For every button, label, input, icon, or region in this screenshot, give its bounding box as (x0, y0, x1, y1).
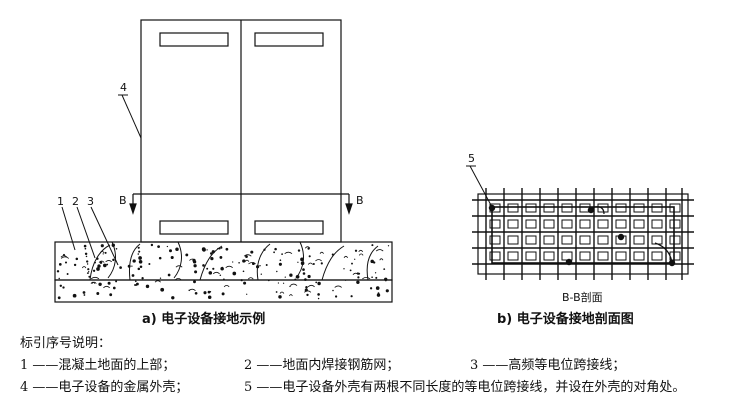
cabinet-vent-lower-right (254, 220, 324, 235)
section-grid-cells (489, 203, 681, 261)
callout-leader-5 (469, 165, 493, 208)
bond-point-1 (488, 204, 496, 212)
bond-point-4 (565, 258, 573, 266)
cabinet-vent-upper-left (159, 32, 229, 47)
callout-leader-2 (76, 206, 96, 259)
legend-title: 标引序号说明： (20, 336, 112, 351)
legend-item-1: 1 ——混凝土地面的上部； (20, 358, 176, 373)
section-mark-right: B (356, 194, 364, 207)
callout-1: 1 (57, 195, 64, 208)
section-arrow-left-icon (129, 203, 137, 215)
bond-point-5 (668, 259, 676, 267)
equipment-footprint (491, 206, 675, 264)
figure-a-drawing (54, 19, 393, 303)
figure-b-section-title: B-B剖面 (562, 291, 603, 304)
legend-item-3: 3 ——高频等电位跨接线； (470, 358, 626, 373)
cabinet-vent-lower-left (159, 220, 229, 235)
bond-point-3 (617, 233, 625, 241)
figure-b-caption: b) 电子设备接地剖面图 (497, 312, 634, 327)
figure-b-drawing (466, 165, 694, 280)
section-arrow-right-icon (345, 203, 353, 215)
callout-2: 2 (72, 195, 79, 208)
figure-a-caption: a) 电子设备接地示例 (142, 312, 266, 327)
legend-item-4: 4 ——电子设备的金属外壳； (20, 380, 189, 395)
callout-5: 5 (468, 152, 475, 165)
section-outline (477, 193, 689, 275)
bond-point-2 (587, 206, 595, 214)
concrete-floor-lower (54, 279, 393, 303)
bonding-conductor-long (654, 242, 673, 263)
legend-item-2: 2 ——地面内焊接钢筋网； (244, 358, 400, 373)
section-rebar-grid (472, 188, 694, 280)
callout-leader-3 (90, 206, 119, 266)
callout-leader-1 (61, 206, 76, 251)
section-mark-left: B (119, 194, 127, 207)
legend-item-5: 5 ——电子设备外壳有两根不同长度的等电位跨接线，并设在外壳的对角处。 (244, 380, 686, 395)
callout-4: 4 (120, 81, 127, 94)
concrete-aggregate (56, 243, 390, 300)
cabinet-vent-upper-right (254, 32, 324, 47)
callout-leader-4 (121, 94, 142, 139)
callout-3: 3 (87, 195, 94, 208)
